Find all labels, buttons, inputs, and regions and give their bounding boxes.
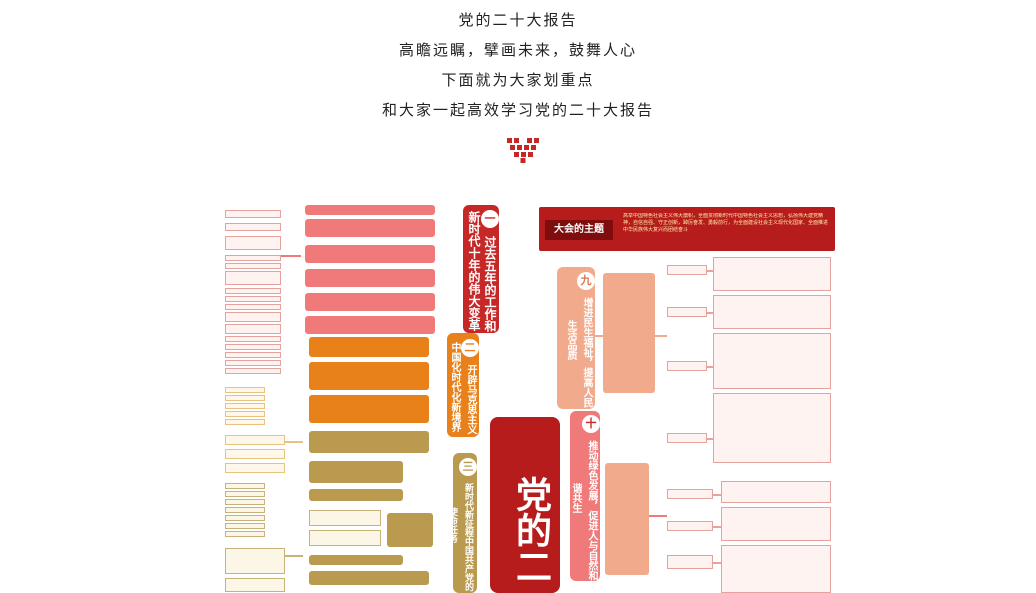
branch-10-label: 推动绿色发展，促进人与自然和谐共生 — [570, 440, 597, 581]
branch-2-label: 开辟马克思主义中国化时代化新境界 — [449, 342, 476, 435]
pixel-heart-icon — [507, 138, 539, 163]
branch-1-pill: 一 过去五年的工作和新时代十年的伟大变革 — [463, 205, 499, 333]
intro-line-1: 党的二十大报告 — [458, 11, 578, 29]
intro-line-2: 高瞻远瞩，擘画未来，鼓舞人心 — [398, 41, 637, 59]
branch-9-label: 增进民生福祉，提高人民生活品质 — [565, 297, 592, 408]
branch-3-number: 三 — [459, 458, 477, 477]
center-title-block: 党的二 — [490, 417, 560, 593]
branch-9-pill: 九 增进民生福祉，提高人民生活品质 — [557, 267, 595, 409]
mind-map-infographic: 一 过去五年的工作和新时代十年的伟大变革 二 开辟马克思主义中国化时代化新境界 … — [225, 205, 835, 593]
branch-10-pill: 十 推动绿色发展，促进人与自然和谐共生 — [570, 411, 600, 581]
theme-banner: 大会的主题 高举中国特色社会主义伟大旗帜，全面贯彻新时代中国特色社会主义思想，弘… — [539, 207, 835, 251]
branch-2-number: 二 — [461, 339, 479, 358]
intro-line-3: 下面就为大家划重点 — [441, 71, 595, 89]
branch-10-number: 十 — [582, 415, 600, 434]
branch-3-label: 新时代新征程中国共产党的使命任务 — [447, 483, 473, 592]
branch-3-pill: 三 新时代新征程中国共产党的使命任务 — [447, 453, 477, 593]
theme-label: 大会的主题 — [545, 220, 613, 240]
theme-text: 高举中国特色社会主义伟大旗帜，全面贯彻新时代中国特色社会主义思想，弘扬伟大建党精… — [623, 213, 829, 233]
center-title: 党的二 — [510, 476, 551, 584]
intro-line-4: 和大家一起高效学习党的二十大报告 — [381, 101, 654, 119]
branch-2-pill: 二 开辟马克思主义中国化时代化新境界 — [447, 333, 479, 437]
branch-1-number: 一 — [481, 209, 499, 228]
branch-1-label: 过去五年的工作和新时代十年的伟大变革 — [467, 211, 497, 333]
branch-9-number: 九 — [577, 272, 595, 291]
